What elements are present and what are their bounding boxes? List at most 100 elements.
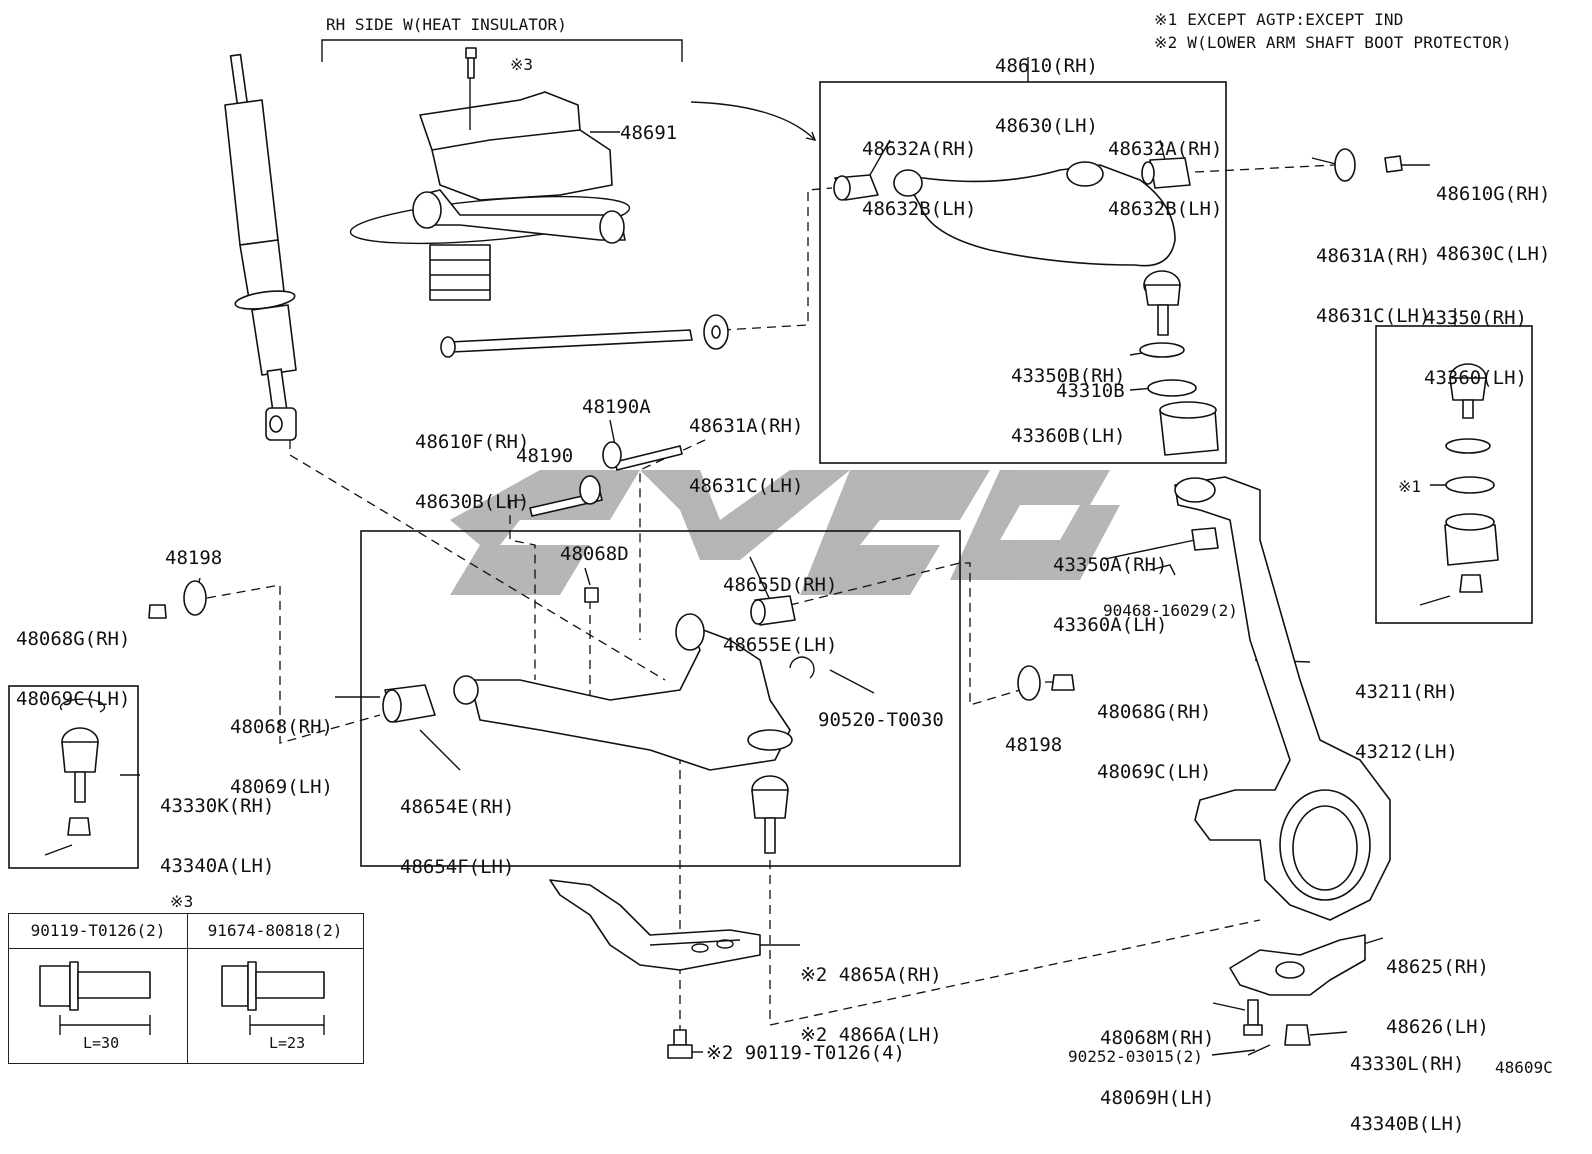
upper-arm-box	[819, 81, 1227, 464]
label-90468: 90468-16029(2)	[1103, 601, 1238, 620]
label-48190: 48190	[516, 445, 574, 467]
label-mark3-bolt: ※3	[510, 55, 534, 74]
bolt-table-col-2: 91674-80818(2) L=23	[187, 914, 363, 1063]
label-48654f-lh: 48654F(LH)	[400, 856, 515, 878]
label-lower-ball-nut: 43330L(RH) 43340B(LH)	[1350, 1014, 1464, 1154]
label-48631a-rh-2: 48631A(RH)	[689, 415, 804, 437]
upper-ball-joint-kit	[1419, 363, 1499, 606]
bolt-table-header-2: 91674-80818(2)	[187, 914, 363, 949]
label-protector: ※2 4865A(RH) ※2 4866A(LH)	[800, 925, 942, 1065]
label-48625-rh: 48625(RH)	[1386, 956, 1489, 978]
label-shaft-washer-2: 48631A(RH) 48631C(LH)	[689, 376, 803, 516]
label-4865a-rh: ※2 4865A(RH)	[800, 964, 942, 986]
label-48198-left: 48198	[165, 547, 223, 569]
label-lower-rear-nut: 48068G(RH) 48069C(LH)	[1097, 662, 1211, 802]
label-shaft-washer: 48631A(RH) 48631C(LH)	[1316, 206, 1430, 346]
label-shaft-nut: 48610G(RH) 48630C(LH)	[1436, 144, 1550, 284]
upper-arm-shaft	[440, 314, 729, 358]
drawing-number: 48609C	[1495, 1058, 1553, 1077]
bolt-spec-table: 90119-T0126(2) L=30 91674-80818(2) L=23	[8, 913, 364, 1064]
label-48610-rh: 48610(RH)	[995, 55, 1098, 77]
label-48069-lh: 48069(LH)	[230, 776, 333, 798]
label-43350b-rh: 43350B(RH)	[1011, 365, 1126, 387]
lower-arm-protector	[549, 879, 761, 1059]
label-lower-front-nut: 48068G(RH) 48069C(LH)	[16, 589, 130, 729]
label-48632a-rh-2: 48632A(RH)	[1108, 138, 1223, 160]
label-48691: 48691	[620, 122, 678, 144]
label-48069h-lh: 48069H(LH)	[1100, 1087, 1215, 1109]
label-knuckle: 43211(RH) 43212(LH)	[1355, 642, 1458, 782]
label-upper-ball-kit: 43350(RH) 43360(LH)	[1424, 268, 1527, 408]
upper-control-arm	[833, 148, 1403, 456]
label-48632a-rh: 48632A(RH)	[862, 138, 977, 160]
label-48068-rh: 48068(RH)	[230, 716, 333, 738]
knuckle-arm-bracket	[1229, 934, 1366, 1056]
label-43330k-rh: 43330K(RH)	[160, 795, 275, 817]
label-lower-ball-joint: 43330K(RH) 43340A(LH)	[160, 756, 274, 896]
label-upper-shaft: 48610F(RH) 48630B(LH)	[415, 392, 529, 532]
label-upper-arm: 48610(RH) 48630(LH)	[995, 16, 1098, 156]
label-43360b-lh: 43360B(LH)	[1011, 425, 1126, 447]
label-knuckle-bracket: 48625(RH) 48626(LH)	[1386, 917, 1489, 1057]
label-48632b-lh: 48632B(LH)	[862, 198, 977, 220]
label-upper-bush-1: 48632A(RH) 48632B(LH)	[862, 99, 976, 239]
lower-arm-front-washer	[148, 580, 207, 619]
label-43360-lh: 43360(LH)	[1424, 367, 1527, 389]
shock-absorber	[224, 53, 297, 441]
label-43340a-lh: 43340A(LH)	[160, 855, 275, 877]
label-4866a-lh: ※2 4866A(LH)	[800, 1024, 942, 1046]
steering-knuckle	[1149, 476, 1391, 921]
label-48198-right: 48198	[1005, 734, 1063, 756]
label-43350a-rh: 43350A(RH)	[1053, 554, 1168, 576]
label-48632b-lh-2: 48632B(LH)	[1108, 198, 1223, 220]
lower-arm-rear-washer	[1017, 665, 1075, 701]
bolt-table-length-1: L=30	[83, 1034, 120, 1052]
label-90520: 90520-T0030	[818, 709, 944, 731]
label-48069c-lh-right: 48069C(LH)	[1097, 761, 1212, 783]
label-48654e-rh: 48654E(RH)	[400, 796, 515, 818]
label-48630b-lh: 48630B(LH)	[415, 491, 530, 513]
lower-control-arm	[382, 587, 815, 854]
lower-arm-box	[360, 530, 961, 867]
label-lower-front-bush: 48654E(RH) 48654F(LH)	[400, 757, 514, 897]
suspension-exploded-diagram: .p { fill:#fff; stroke:#111; stroke-widt…	[8, 39, 1533, 1059]
lower-ball-joint	[44, 698, 106, 856]
bolt-table-header-1: 90119-T0126(2)	[9, 914, 187, 949]
label-48069c-lh-left: 48069C(LH)	[16, 688, 131, 710]
label-48610f-rh: 48610F(RH)	[415, 431, 530, 453]
label-upper-ball-nut: 43350A(RH) 43360A(LH)	[1053, 515, 1167, 655]
label-48068g-rh-right: 48068G(RH)	[1097, 701, 1212, 723]
label-48610g-rh: 48610G(RH)	[1436, 183, 1551, 205]
label-lower-arm: 48068(RH) 48069(LH)	[230, 677, 333, 817]
label-upper-bush-2: 48632A(RH) 48632B(LH)	[1108, 99, 1222, 239]
label-48626-lh: 48626(LH)	[1386, 1016, 1489, 1038]
label-90119-bolt: ※2 90119-T0126(4)	[706, 1042, 905, 1064]
label-mark1: ※1	[1398, 477, 1422, 496]
note-2: ※2 W(LOWER ARM SHAFT BOOT PROTECTOR)	[1154, 33, 1512, 52]
heat-insulator	[349, 47, 631, 301]
label-48068m-rh: 48068M(RH)	[1100, 1027, 1215, 1049]
label-48068d: 48068D	[560, 543, 629, 565]
bolt-table-length-2: L=23	[269, 1034, 306, 1052]
heat-insulator-bracket	[321, 39, 683, 62]
lower-ball-joint-box	[8, 685, 139, 869]
label-43350-rh: 43350(RH)	[1424, 307, 1527, 329]
label-43340b-lh: 43340B(LH)	[1350, 1113, 1465, 1135]
label-48630-lh: 48630(LH)	[995, 115, 1098, 137]
upper-ball-joint-box	[1375, 325, 1533, 624]
label-48068g-rh-left: 48068G(RH)	[16, 628, 131, 650]
label-43330l-rh: 43330L(RH)	[1350, 1053, 1465, 1075]
label-43211-rh: 43211(RH)	[1355, 681, 1458, 703]
note-3-mark: ※3	[170, 892, 194, 911]
note-1: ※1 EXCEPT AGTP:EXCEPT IND	[1154, 10, 1404, 29]
label-43212-lh: 43212(LH)	[1355, 741, 1458, 763]
label-48655e-lh: 48655E(LH)	[723, 634, 838, 656]
assembly-dashed-lines	[206, 164, 1336, 1030]
label-upper-ball-seal: 43350B(RH) 43360B(LH)	[1011, 326, 1125, 466]
label-48630c-lh: 48630C(LH)	[1436, 243, 1551, 265]
label-48631c-lh: 48631C(LH)	[1316, 305, 1431, 327]
label-48631a-rh: 48631A(RH)	[1316, 245, 1431, 267]
adjusting-bolts	[529, 441, 683, 517]
label-43310b: 43310B	[1056, 380, 1125, 402]
bolt-table-drawings	[39, 961, 325, 1035]
